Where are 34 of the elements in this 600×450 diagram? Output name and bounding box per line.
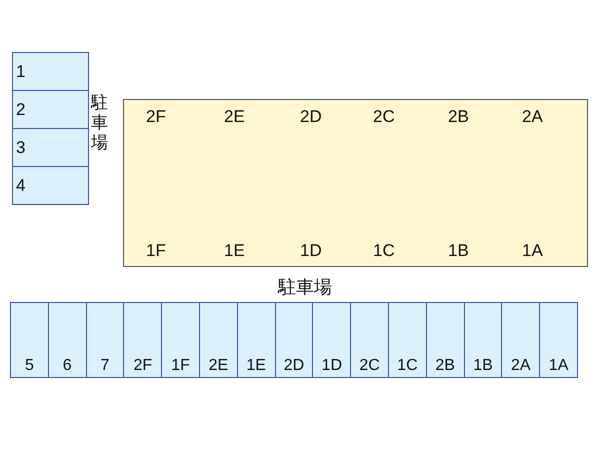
parking-space: 1 — [12, 52, 89, 91]
parking-space: 5 — [10, 302, 49, 378]
parking-space: 1D — [312, 302, 352, 378]
unit-number: 2A — [522, 107, 543, 127]
unit-number: 1A — [522, 241, 543, 261]
unit-number: 2C — [373, 107, 395, 127]
unit-number: 2E — [224, 107, 245, 127]
parking-space: 2F — [123, 302, 162, 378]
parking-label: 駐車場 — [91, 93, 109, 153]
parking-space: 1A — [539, 302, 578, 378]
building-outline — [123, 99, 588, 267]
unit-number: 1B — [448, 241, 469, 261]
unit-number: 1E — [224, 241, 245, 261]
parking-space: 1F — [161, 302, 200, 378]
parking-space: 2E — [199, 302, 238, 378]
parking-label: 駐車場 — [278, 276, 332, 299]
parking-space: 6 — [48, 302, 87, 378]
unit-number: 2D — [300, 107, 322, 127]
unit-number: 1F — [146, 241, 166, 261]
parking-space: 2B — [426, 302, 465, 378]
unit-number: 1D — [300, 241, 322, 261]
unit-number: 1C — [373, 241, 395, 261]
parking-space: 2A — [501, 302, 540, 378]
parking-space: 2C — [350, 302, 389, 378]
parking-space: 2D — [274, 302, 314, 378]
parking-space: 1C — [388, 302, 427, 378]
unit-number: 2B — [448, 107, 469, 127]
parking-space: 1B — [464, 302, 502, 378]
parking-space: 1E — [236, 302, 276, 378]
parking-space: 4 — [12, 166, 89, 205]
parking-space: 7 — [86, 302, 124, 378]
parking-space: 2 — [12, 90, 89, 129]
parking-space: 3 — [12, 128, 89, 167]
unit-number: 2F — [146, 107, 166, 127]
